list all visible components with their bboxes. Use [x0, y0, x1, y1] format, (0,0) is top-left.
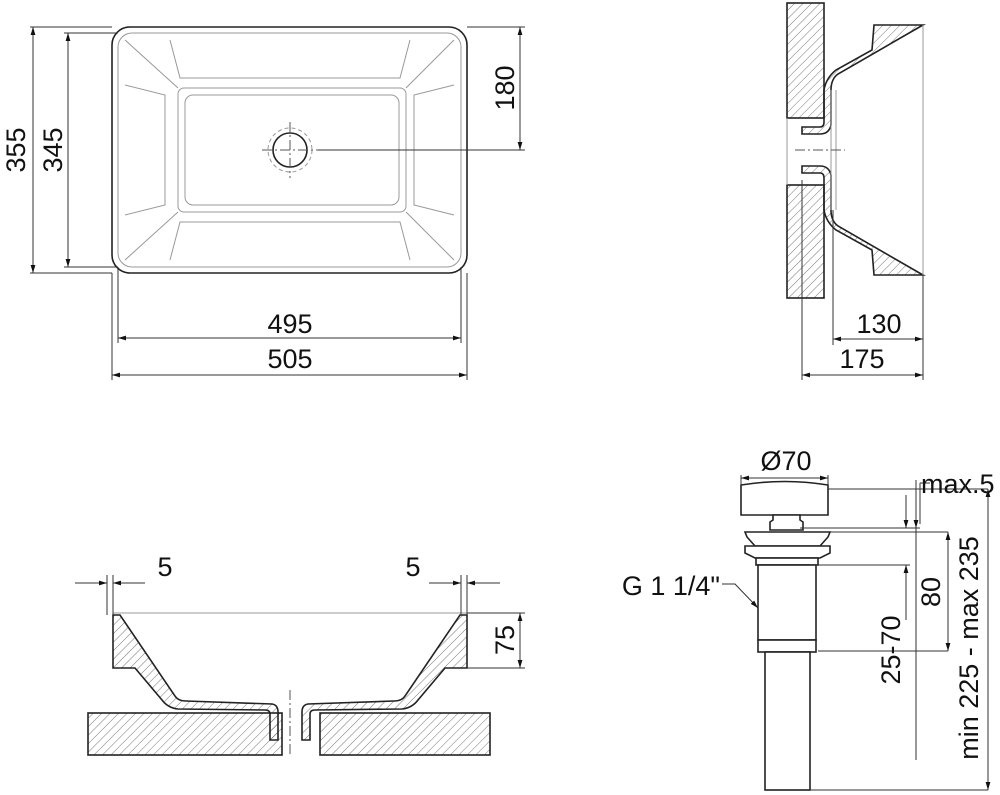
top-view: 355 345 180 495 505 — [1, 26, 525, 380]
extension-lines — [30, 26, 525, 274]
basin-wall-right — [301, 614, 468, 741]
thread-label: G 1 1/4" — [622, 571, 720, 601]
dim-body-length: 80 — [916, 577, 946, 607]
counter-section-top — [786, 2, 825, 119]
extension-lines-side — [801, 180, 924, 380]
dim-overall-width: 505 — [267, 344, 312, 374]
drain-assembly: Ø70 max.5 G 1 1/4" 80 25-70 min 225 - ma… — [622, 446, 995, 791]
drain-washer — [744, 545, 831, 559]
front-section: 5 5 75 — [75, 552, 525, 756]
drain-collar — [757, 639, 817, 653]
dim-drain-offset: 180 — [490, 65, 520, 110]
basin-wall-top — [801, 24, 926, 135]
drain-centerline — [262, 122, 318, 178]
dim-total-height: 175 — [839, 344, 884, 374]
basin-wall-left — [112, 614, 279, 741]
drain-nut — [755, 557, 819, 566]
dim-clamp-range: 25-70 — [876, 615, 906, 684]
dim-rim-left: 5 — [157, 552, 172, 582]
drain-pipe — [764, 651, 811, 791]
drain-cap — [740, 480, 829, 516]
dim-inner-depth: 345 — [38, 127, 68, 172]
dim-overall-depth: 355 — [1, 127, 31, 172]
dim-above-counter: 75 — [490, 625, 520, 655]
bevel-lines — [124, 39, 455, 261]
bevel-facets — [124, 39, 455, 261]
extension-lines-front — [106, 575, 525, 669]
dim-basin-height: 130 — [856, 309, 901, 339]
drain-flange — [743, 531, 832, 547]
dim-rim-right: 5 — [405, 552, 420, 582]
dim-cap-diameter: Ø70 — [760, 446, 811, 476]
dim-total-length: min 225 - max 235 — [954, 536, 984, 760]
drain-thread — [757, 564, 817, 641]
counter-right — [319, 712, 491, 756]
basin-wall-bottom — [801, 165, 926, 276]
side-section: 130 175 — [786, 2, 926, 380]
extension-lines-horizontal — [111, 267, 468, 380]
counter-section-bottom — [786, 184, 825, 299]
dim-cap-lift: max.5 — [921, 469, 995, 499]
drain-stem — [769, 514, 804, 531]
dim-inner-width: 495 — [267, 309, 312, 339]
counter-left — [87, 712, 283, 756]
thread-leader — [722, 583, 759, 609]
